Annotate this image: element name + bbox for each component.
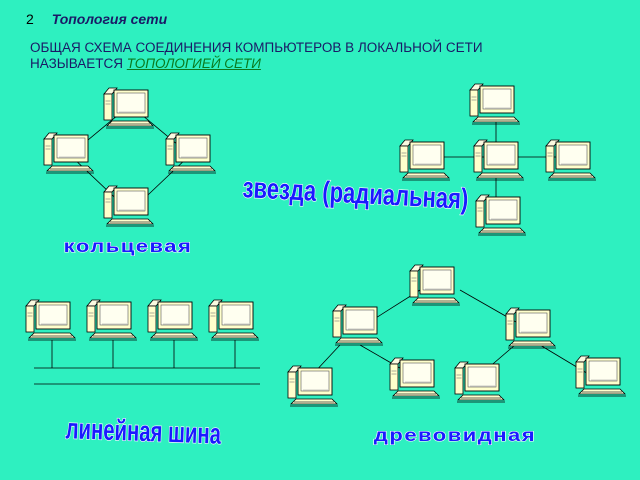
intro-line-2: НАЗЫВАЕТСЯ ТОПОЛОГИЕЙ СЕТИ: [30, 56, 630, 72]
desktop-computer-icon: [473, 139, 525, 181]
slide-number: 2: [26, 11, 34, 27]
desktop-computer-icon: [575, 355, 627, 397]
desktop-computer-icon: [25, 299, 77, 341]
ring-topology: [43, 87, 217, 227]
bus-links: [34, 340, 260, 385]
desktop-computer-icon: [399, 139, 451, 181]
intro-highlight: ТОПОЛОГИЕЙ СЕТИ: [126, 56, 261, 71]
slide-title: Топология сети: [51, 11, 168, 27]
star-topology: [399, 83, 597, 236]
label-tree: древовидная: [374, 426, 536, 445]
desktop-computer-icon: [165, 132, 217, 174]
desktop-computer-icon: [332, 304, 384, 346]
desktop-computer-icon: [287, 365, 339, 407]
slide-header: 2 Топология сети: [26, 11, 167, 27]
bus-topology: [25, 299, 260, 385]
tree-topology: [287, 264, 627, 407]
desktop-computer-icon: [409, 264, 461, 306]
intro-text: ОБЩАЯ СХЕМА СОЕДИНЕНИЯ КОМПЬЮТЕРОВ В ЛОК…: [30, 40, 630, 72]
desktop-computer-icon: [43, 132, 95, 174]
label-ring: кольцевая: [64, 237, 193, 256]
desktop-computer-icon: [389, 357, 441, 399]
desktop-computer-icon: [454, 361, 506, 403]
desktop-computer-icon: [545, 139, 597, 181]
desktop-computer-icon: [469, 83, 521, 125]
intro-line-2-prefix: НАЗЫВАЕТСЯ: [30, 56, 127, 71]
desktop-computer-icon: [475, 194, 527, 236]
desktop-computer-icon: [147, 299, 199, 341]
label-bus: линейная шина: [65, 413, 222, 451]
intro-line-1: ОБЩАЯ СХЕМА СОЕДИНЕНИЯ КОМПЬЮТЕРОВ В ЛОК…: [30, 40, 483, 55]
desktop-computer-icon: [86, 299, 138, 341]
desktop-computer-icon: [208, 299, 260, 341]
desktop-computer-icon: [505, 307, 557, 349]
label-star: звезда (радиальная): [242, 172, 469, 215]
desktop-computer-icon: [103, 185, 155, 227]
desktop-computer-icon: [103, 87, 155, 129]
